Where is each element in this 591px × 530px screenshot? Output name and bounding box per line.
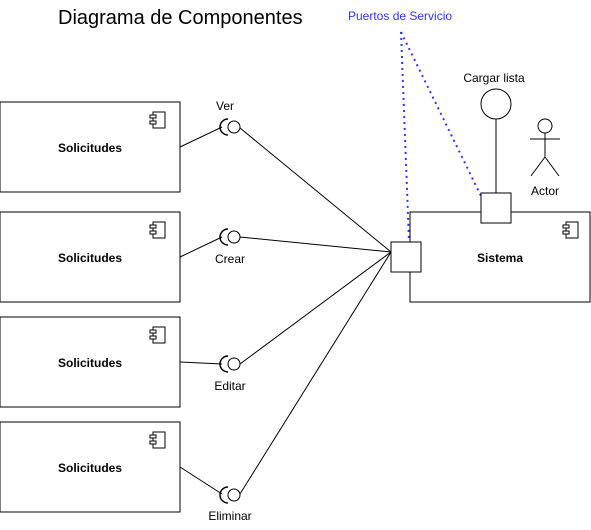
service-port-left[interactable] [390,241,422,273]
actor-icon[interactable] [530,118,560,177]
component-solicitudes-3[interactable]: Solicitudes [0,316,181,408]
connector-line [179,361,223,365]
component-label: Sistema [477,251,523,265]
component-icon [562,221,579,239]
interface-label-ver: Ver [216,99,234,113]
provided-interface-circle [480,88,512,120]
component-label: Solicitudes [58,356,122,370]
assembly-line-ver [239,127,392,253]
component-solicitudes-2[interactable]: Solicitudes [0,211,181,303]
component-icon [149,221,166,239]
component-icon [149,111,166,129]
connector-line [179,236,223,258]
annotation-link-top-port [400,31,482,197]
service-port-top[interactable] [480,192,512,224]
component-label: Solicitudes [58,141,122,155]
component-icon [149,431,166,449]
annotation-link-left-port [400,31,410,243]
actor-label: Actor [531,184,559,198]
component-solicitudes-4[interactable]: Solicitudes [0,421,181,513]
required-interface-crear [219,228,241,246]
interface-label-eliminar: Eliminar [208,509,251,523]
diagram-title: Diagrama de Componentes [58,7,303,29]
interface-label-crear: Crear [215,252,245,266]
component-label: Solicitudes [58,461,122,475]
connector-line [179,126,223,148]
required-interface-editar [219,355,241,373]
service-ports-annotation: Puertos de Servicio [348,9,452,23]
component-solicitudes-1[interactable]: Solicitudes [0,101,181,193]
interface-label-editar: Editar [214,379,245,393]
assembly-line-eliminar [239,251,392,495]
component-icon [149,326,166,344]
assembly-line-editar [239,251,392,365]
component-label: Solicitudes [58,251,122,265]
connector-line [179,466,223,495]
component-sistema[interactable]: Sistema [409,211,591,303]
required-interface-eliminar [219,486,241,504]
provided-interface-label: Cargar lista [463,71,525,85]
required-interface-ver [219,118,241,136]
assembly-line-crear [239,236,392,253]
